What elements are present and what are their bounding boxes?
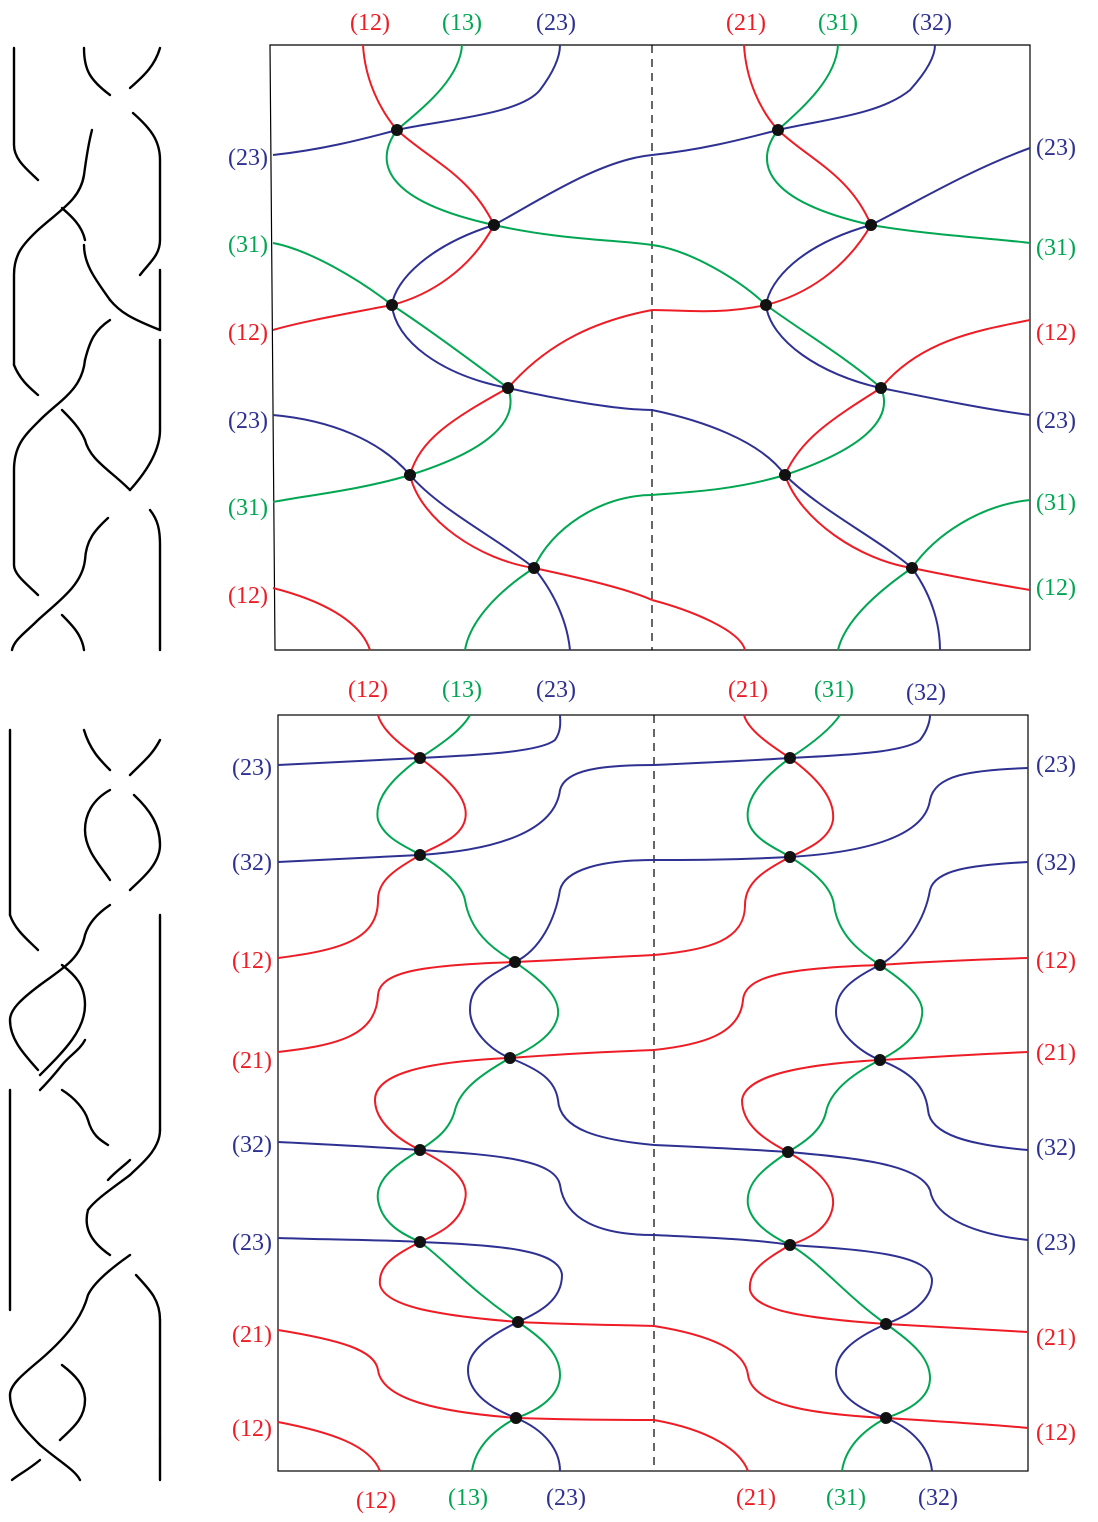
top-label: (13) <box>442 677 482 703</box>
left-label: (23) <box>232 1230 272 1256</box>
left-label: (32) <box>232 850 272 876</box>
right-label: (12) <box>1036 948 1076 974</box>
top-label: (23) <box>536 677 576 703</box>
top-panel-crossing-dots <box>386 124 918 574</box>
bottom-panel-curves-right <box>653 714 1029 1472</box>
bottom-label: (12) <box>356 1488 396 1514</box>
top-label: (32) <box>912 10 952 36</box>
right-label: (21) <box>1036 1040 1076 1066</box>
left-label: (23) <box>228 145 268 171</box>
top-label: (32) <box>906 680 946 706</box>
top-label: (12) <box>348 677 388 703</box>
top-label: (12) <box>350 10 390 36</box>
top-panel: (12) (13) (23) (21) (31) (32) (23) (31) … <box>228 10 1076 651</box>
bottom-panel-curves-left <box>277 714 655 1472</box>
bottom-panel-bottom-labels: (12) (13) (23) (21) (31) (32) <box>356 1485 958 1514</box>
right-label: (23) <box>1036 752 1076 778</box>
left-label: (12) <box>232 948 272 974</box>
right-label: (23) <box>1036 1230 1076 1256</box>
bottom-label: (21) <box>736 1485 776 1511</box>
top-panel-frame <box>269 44 1031 651</box>
right-label: (12) <box>1036 1420 1076 1446</box>
top-panel-right-labels: (23) (31) (12) (23) (31) (12) <box>1036 135 1076 601</box>
top-label: (23) <box>536 10 576 36</box>
top-label: (21) <box>726 10 766 36</box>
braid-diagram-top <box>10 46 162 652</box>
top-panel-curves-left <box>272 44 653 651</box>
left-label: (12) <box>228 583 268 609</box>
left-label: (21) <box>232 1048 272 1074</box>
left-label: (23) <box>228 408 268 434</box>
bottom-panel-top-labels: (12) (13) (23) (21) (31) (32) <box>348 677 946 706</box>
braid-diagram-bottom <box>8 728 162 1482</box>
bottom-label: (32) <box>918 1485 958 1511</box>
left-label: (32) <box>232 1132 272 1158</box>
right-label: (23) <box>1036 135 1076 161</box>
right-label: (12) <box>1036 575 1076 601</box>
left-label: (23) <box>232 755 272 781</box>
bottom-label: (13) <box>448 1485 488 1511</box>
right-label: (31) <box>1036 235 1076 261</box>
right-label: (12) <box>1036 320 1076 346</box>
top-panel-top-labels: (12) (13) (23) (21) (31) (32) <box>350 10 952 36</box>
bottom-label: (31) <box>826 1485 866 1511</box>
top-panel-left-labels: (23) (31) (12) (23) (31) (12) <box>228 145 268 609</box>
bottom-label: (23) <box>546 1485 586 1511</box>
right-label: (32) <box>1036 1135 1076 1161</box>
left-label: (12) <box>228 320 268 346</box>
left-label: (31) <box>228 495 268 521</box>
bottom-panel: (12) (13) (23) (21) (31) (32) (12) (13) … <box>232 677 1076 1514</box>
top-label: (13) <box>442 10 482 36</box>
right-label: (32) <box>1036 850 1076 876</box>
bottom-panel-frame <box>277 714 1029 1472</box>
right-label: (21) <box>1036 1325 1076 1351</box>
top-label: (31) <box>814 677 854 703</box>
bottom-panel-right-labels: (23) (32) (12) (21) (32) (23) (21) (12) <box>1036 752 1076 1446</box>
left-label: (31) <box>228 232 268 258</box>
right-label: (31) <box>1036 490 1076 516</box>
top-label: (21) <box>728 677 768 703</box>
top-panel-curves-right <box>651 44 1031 651</box>
right-label: (23) <box>1036 408 1076 434</box>
top-label: (31) <box>818 10 858 36</box>
left-label: (12) <box>232 1416 272 1442</box>
left-label: (21) <box>232 1322 272 1348</box>
bottom-panel-crossing-dots <box>414 752 892 1424</box>
bottom-panel-left-labels: (23) (32) (12) (21) (32) (23) (21) (12) <box>232 755 272 1442</box>
